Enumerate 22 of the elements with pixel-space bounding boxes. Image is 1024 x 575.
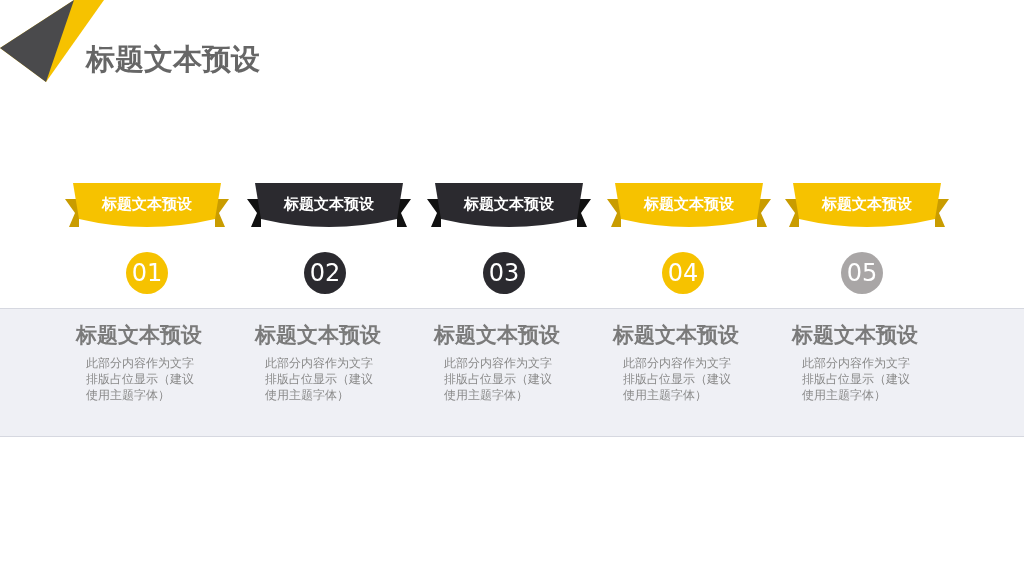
banner-text: 标题文本预设 <box>100 195 193 214</box>
body-text: 此部分内容作为文字排版占位显示（建议使用主题字体） <box>86 355 195 403</box>
number-circle: 01 <box>126 252 168 294</box>
banner-text: 标题文本预设 <box>282 195 375 214</box>
column-heading: 标题文本预设 <box>255 322 381 349</box>
slide-title: 标题文本预设 <box>86 41 260 78</box>
column-heading: 标题文本预设 <box>434 322 560 349</box>
column-heading: 标题文本预设 <box>792 322 918 349</box>
content-band <box>0 308 1024 437</box>
number-circle: 02 <box>304 252 346 294</box>
banner-text: 标题文本预设 <box>642 195 735 214</box>
number-circle: 04 <box>662 252 704 294</box>
body-text: 此部分内容作为文字排版占位显示（建议使用主题字体） <box>444 355 553 403</box>
column-heading: 标题文本预设 <box>76 322 202 349</box>
column-heading: 标题文本预设 <box>613 322 739 349</box>
banner-text: 标题文本预设 <box>462 195 555 214</box>
body-text: 此部分内容作为文字排版占位显示（建议使用主题字体） <box>623 355 732 403</box>
banner-text: 标题文本预设 <box>820 195 913 214</box>
number-circle: 05 <box>841 252 883 294</box>
body-text: 此部分内容作为文字排版占位显示（建议使用主题字体） <box>802 355 911 403</box>
body-text: 此部分内容作为文字排版占位显示（建议使用主题字体） <box>265 355 374 403</box>
number-circle: 03 <box>483 252 525 294</box>
